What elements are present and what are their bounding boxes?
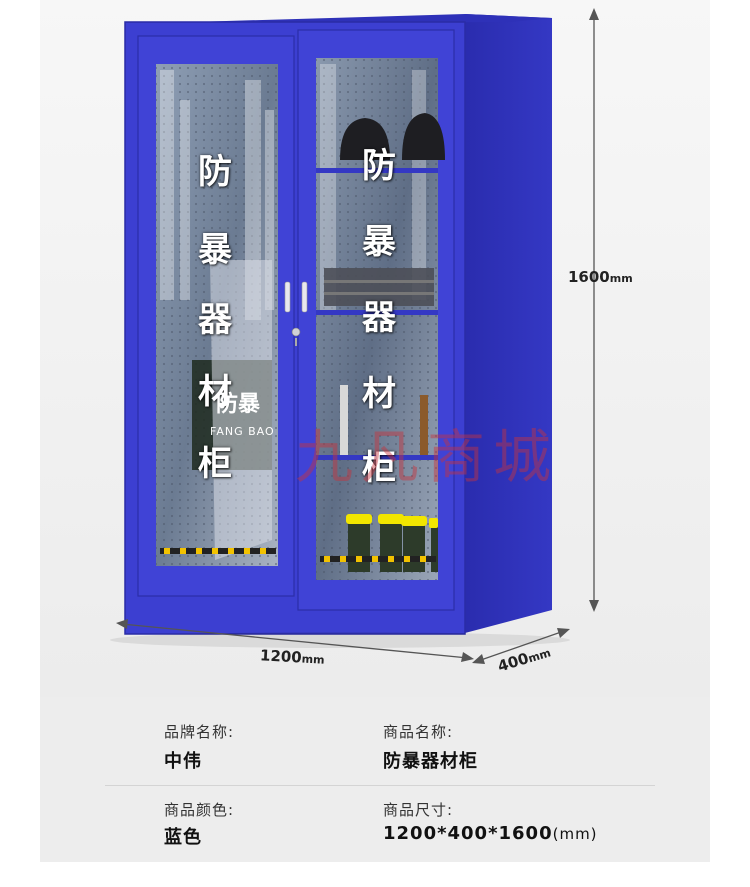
size-value: 1200*400*1600	[383, 823, 553, 844]
width-value: 1200	[259, 646, 303, 667]
watermark: 九凡商城	[295, 423, 560, 491]
brand-value: 中伟	[164, 751, 202, 772]
height-value: 1600	[568, 268, 610, 286]
size-value-group: 1200*400*1600(mm)	[383, 823, 598, 844]
height-unit: mm	[609, 272, 633, 285]
left-door-label-char: 暴	[198, 230, 232, 270]
product-name-value: 防暴器材柜	[383, 751, 478, 772]
left-door-label-char: 器	[198, 300, 232, 340]
right-door-label-char: 防	[362, 146, 396, 186]
cabinet-illustration	[110, 8, 599, 664]
lock-icon[interactable]	[291, 327, 301, 337]
right-door-label-char: 暴	[362, 222, 396, 262]
color-value: 蓝色	[164, 827, 202, 848]
cabinet-side-panel	[465, 14, 552, 633]
size-unit: (mm)	[552, 825, 598, 843]
right-handle[interactable]	[301, 281, 308, 313]
height-dimension-label: 1600mm	[568, 268, 633, 286]
right-door-label-char: 器	[362, 298, 396, 338]
left-door-label-char: 材	[198, 372, 232, 412]
right-door-label-char: 柜	[362, 448, 396, 488]
left-door-label-char: 防	[198, 152, 232, 192]
width-unit: mm	[301, 652, 325, 667]
row-divider	[105, 785, 655, 786]
product-image-area: 防 暴 器 材 柜 防 暴 器 材 柜 防暴 FANG BAO 九凡商城 160…	[40, 0, 710, 697]
spec-table: 品牌名称: 中伟 商品名称: 防暴器材柜 商品颜色: 蓝色 商品尺寸: 1200…	[40, 697, 710, 862]
size-label: 商品尺寸:	[383, 801, 454, 819]
board-subtitle: FANG BAO	[210, 425, 275, 438]
brand-label: 品牌名称:	[164, 723, 235, 741]
right-door-label-char: 材	[362, 374, 396, 414]
boots-graphic	[346, 514, 438, 572]
product-name-label: 商品名称:	[383, 723, 454, 741]
width-dimension-label: 1200mm	[260, 646, 326, 667]
color-label: 商品颜色:	[164, 801, 235, 819]
left-door-label-char: 柜	[198, 444, 232, 484]
left-handle[interactable]	[284, 281, 291, 313]
board-title: 防暴	[216, 392, 261, 417]
